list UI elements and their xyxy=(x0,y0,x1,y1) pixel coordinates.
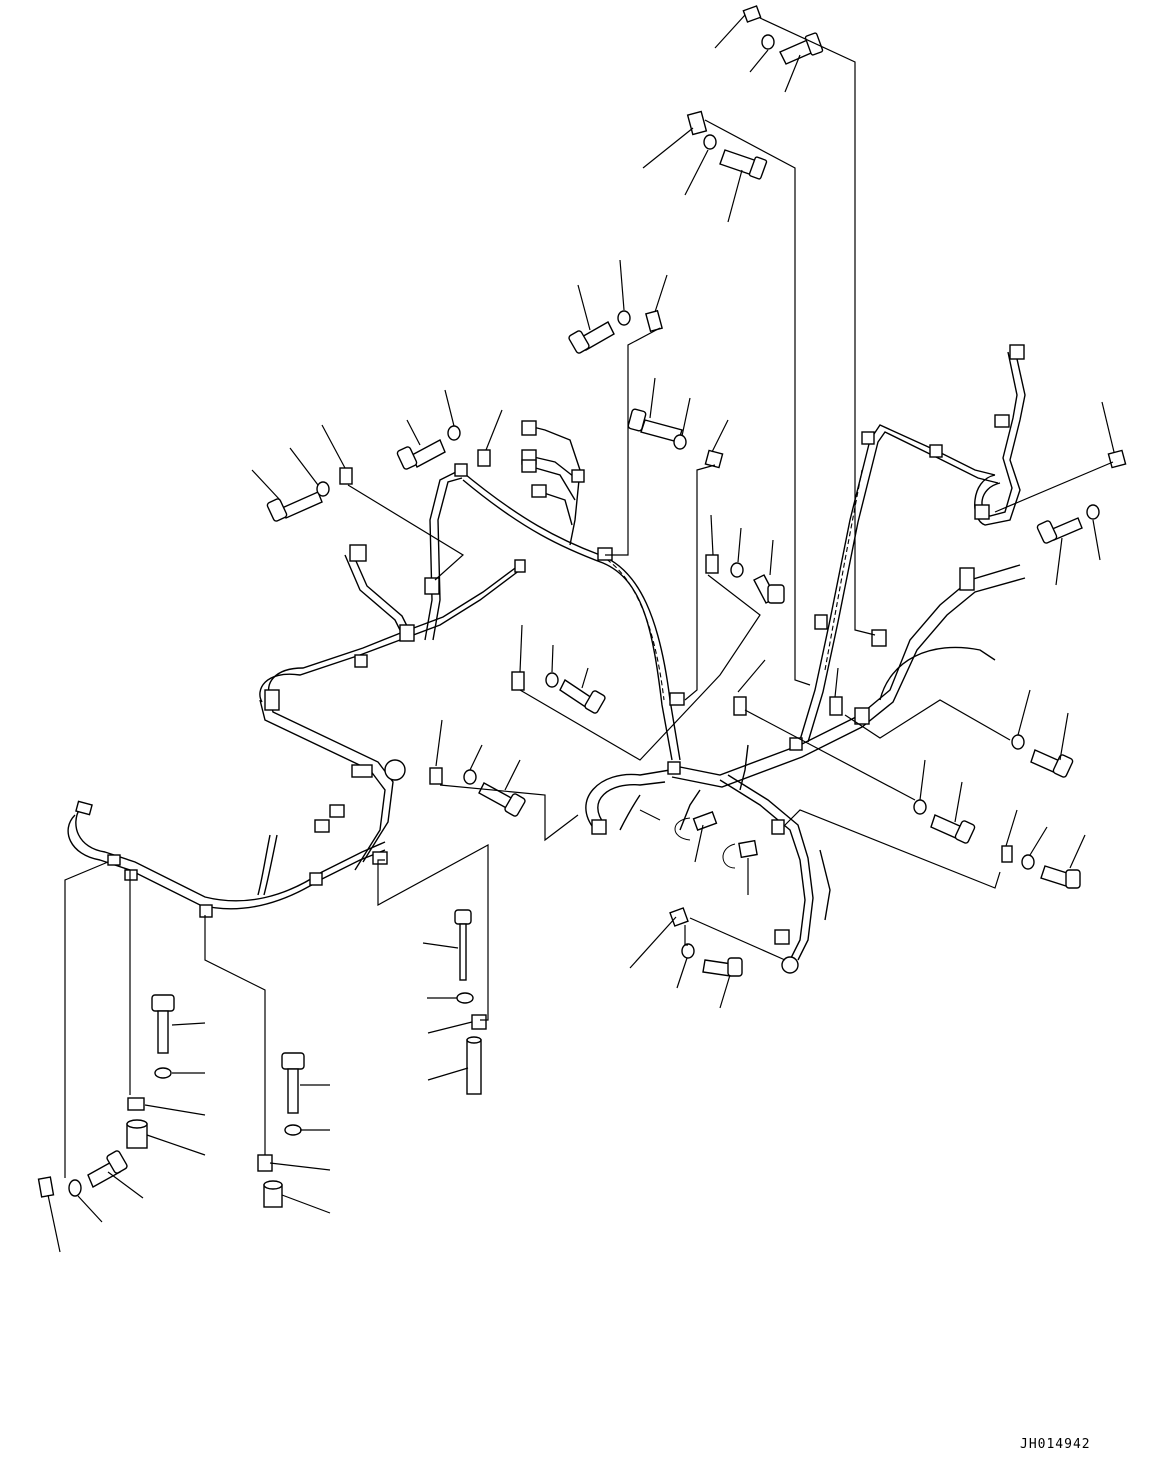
fastener-hardware xyxy=(37,5,1127,1208)
main-wiring-harness xyxy=(67,349,1026,961)
leader-lines xyxy=(47,14,1115,1253)
drawing-code: JH014942 xyxy=(1020,1437,1091,1452)
direction-mark xyxy=(639,809,661,821)
harness-clamps xyxy=(75,344,1025,974)
